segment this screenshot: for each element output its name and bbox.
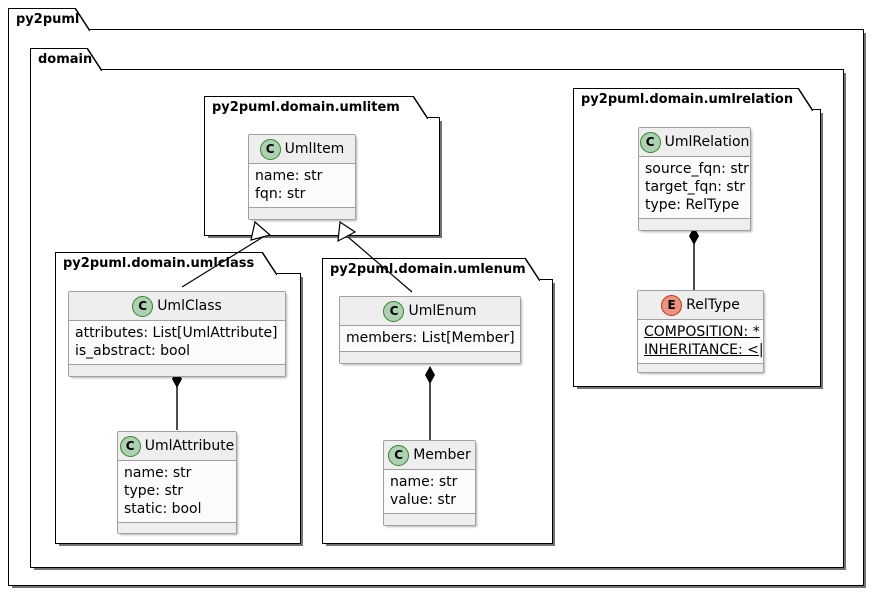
attribute-row: attributes: List[UmlAttribute]: [75, 325, 278, 341]
package-domain-tab: domain: [30, 48, 102, 71]
package-py2puml-tab: py2puml: [8, 8, 90, 31]
class-name: UmlClass: [157, 298, 222, 314]
class-node-umlitem-methods: [249, 208, 355, 219]
attribute-row: fqn: str: [255, 186, 306, 202]
class-stereotype-icon: C: [639, 131, 661, 153]
package-tab-corner-icon: [262, 252, 277, 275]
attribute-row: members: List[Member]: [346, 330, 515, 346]
attribute-row: type: RelType: [645, 197, 740, 213]
package-py2puml-label: py2puml: [16, 12, 80, 27]
enum-node-reltype-header: E RelType: [638, 291, 763, 320]
class-node-umlclass-methods: [69, 365, 285, 376]
attribute-row: type: str: [124, 483, 183, 499]
class-node-member-header: C Member: [384, 441, 475, 470]
attribute-row: source_fqn: str: [645, 161, 749, 177]
package-umlrelation-tab: py2puml.domain.umlrelation: [573, 88, 813, 111]
class-node-umlrelation-methods: [639, 219, 750, 230]
package-umlclass-tab: py2puml.domain.umlclass: [55, 252, 277, 275]
attribute-row: value: str: [390, 492, 456, 508]
class-name: UmlItem: [284, 141, 345, 157]
class-name: UmlAttribute: [144, 438, 235, 454]
attribute-row: name: str: [390, 474, 458, 490]
package-domain-label: domain: [38, 52, 93, 67]
class-node-member-attributes: name: str value: str: [384, 470, 475, 514]
enum-member-row: COMPOSITION: *: [644, 324, 760, 340]
class-node-umlrelation[interactable]: C UmlRelation source_fqn: str target_fqn…: [638, 127, 751, 231]
class-node-umlattribute-header: C UmlAttribute: [118, 432, 236, 461]
class-node-umlattribute[interactable]: C UmlAttribute name: str type: str stati…: [117, 431, 237, 534]
class-node-umlenum[interactable]: C UmlEnum members: List[Member]: [339, 296, 521, 364]
attribute-row: is_abstract: bool: [75, 343, 191, 359]
enum-node-reltype-members: COMPOSITION: * INHERITANCE: <|: [638, 320, 763, 364]
attribute-row: static: bool: [124, 501, 202, 517]
class-stereotype-icon: C: [132, 295, 154, 317]
package-umlclass-label: py2puml.domain.umlclass: [63, 256, 255, 271]
package-tab-corner-icon: [75, 8, 90, 31]
package-umlenum-label: py2puml.domain.umlenum: [330, 262, 526, 277]
class-node-umlclass-attributes: attributes: List[UmlAttribute] is_abstra…: [69, 321, 285, 365]
package-umlrelation-label: py2puml.domain.umlrelation: [581, 92, 794, 107]
class-node-member-methods: [384, 514, 475, 525]
enum-name: RelType: [686, 297, 740, 313]
package-tab-corner-icon: [798, 88, 813, 111]
enum-member-row: INHERITANCE: <|: [644, 342, 764, 358]
class-node-umlclass-header: C UmlClass: [69, 292, 285, 321]
package-tab-corner-icon: [413, 96, 428, 119]
class-node-member[interactable]: C Member name: str value: str: [383, 440, 476, 526]
class-node-umlitem-attributes: name: str fqn: str: [249, 164, 355, 208]
class-node-umlitem[interactable]: C UmlItem name: str fqn: str: [248, 134, 356, 220]
class-node-umlitem-header: C UmlItem: [249, 135, 355, 164]
class-stereotype-icon: C: [119, 435, 141, 457]
class-name: UmlRelation: [664, 134, 750, 150]
class-node-umlrelation-attributes: source_fqn: str target_fqn: str type: Re…: [639, 157, 750, 219]
attribute-row: target_fqn: str: [645, 179, 745, 195]
class-node-umlrelation-header: C UmlRelation: [639, 128, 750, 157]
package-umlitem-label: py2puml.domain.umlitem: [212, 100, 400, 115]
class-node-umlenum-attributes: members: List[Member]: [340, 326, 520, 352]
class-node-umlattribute-attributes: name: str type: str static: bool: [118, 461, 236, 523]
package-tab-corner-icon: [87, 48, 102, 71]
package-umlenum-tab: py2puml.domain.umlenum: [322, 258, 540, 281]
enum-stereotype-icon: E: [661, 294, 683, 316]
attribute-row: name: str: [124, 465, 192, 481]
class-stereotype-icon: C: [383, 300, 405, 322]
package-tab-corner-icon: [525, 258, 540, 281]
class-node-umlenum-header: C UmlEnum: [340, 297, 520, 326]
package-umlitem-tab: py2puml.domain.umlitem: [204, 96, 428, 119]
class-node-umlenum-methods: [340, 352, 520, 363]
enum-node-reltype[interactable]: E RelType COMPOSITION: * INHERITANCE: <|: [637, 290, 764, 373]
class-stereotype-icon: C: [259, 138, 281, 160]
attribute-row: name: str: [255, 168, 323, 184]
class-node-umlattribute-methods: [118, 523, 236, 533]
class-node-umlclass[interactable]: C UmlClass attributes: List[UmlAttribute…: [68, 291, 286, 377]
class-name: UmlEnum: [408, 303, 477, 319]
enum-node-reltype-methods: [638, 364, 763, 372]
class-name: Member: [413, 447, 471, 463]
class-stereotype-icon: C: [388, 444, 410, 466]
